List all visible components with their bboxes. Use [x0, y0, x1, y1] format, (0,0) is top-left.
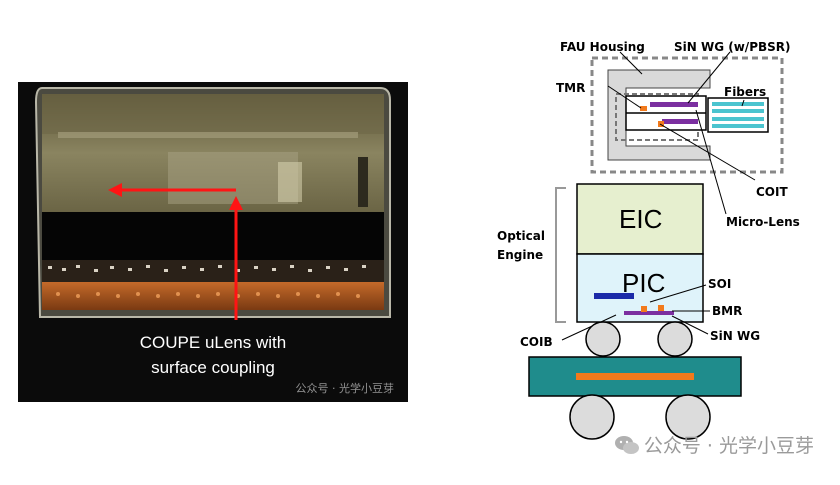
lower-bump-right [665, 394, 711, 440]
lower-bump-left [569, 394, 615, 440]
eic-block [576, 183, 704, 255]
schematic-diagram: FAU Housing SiN WG (w/PBSR) TMR Fibers C… [410, 0, 840, 480]
label-tmr: TMR [556, 81, 585, 95]
arrow-head-left [108, 183, 122, 197]
tmr-element [640, 106, 647, 111]
fibers [712, 102, 764, 128]
label-coib: COIB [520, 335, 553, 349]
label-fau-housing: FAU Housing [560, 40, 645, 54]
label-sin-wg: SiN WG [710, 329, 760, 343]
arrow-head-up [229, 196, 243, 210]
sin-waveguide-lower [662, 119, 698, 124]
label-micro-lens: Micro-Lens [726, 215, 800, 229]
photo-caption: COUPE uLens with surface coupling [18, 330, 408, 380]
photo-watermark: 公众号 · 光学小豆芽 [295, 382, 395, 395]
label-optical: Optical [497, 229, 545, 243]
copper-layer [42, 282, 384, 310]
upper-bump-left [585, 321, 621, 357]
label-soi: SOI [708, 277, 731, 291]
pic-sin-waveguide [624, 311, 674, 315]
fau-outer-box [590, 56, 784, 174]
label-eic: EIC [619, 204, 662, 234]
photo-panel: COUPE uLens with surface coupling 公众号 · … [18, 82, 408, 402]
label-engine: Engine [497, 248, 543, 262]
wechat-icon [614, 436, 639, 454]
label-fibers: Fibers [724, 85, 766, 99]
label-bmr: BMR [712, 304, 742, 318]
upper-bump-right [657, 321, 693, 357]
coupling-arrows [118, 188, 238, 320]
caption-line-2: surface coupling [151, 358, 275, 377]
optical-engine-bracket [555, 187, 566, 323]
device-photo [18, 82, 408, 402]
micro-lens-element [658, 121, 664, 127]
label-pic: PIC [622, 268, 665, 298]
label-sin-wg-pbsr: SiN WG (w/PBSR) [674, 40, 791, 54]
schematic-svg: FAU Housing SiN WG (w/PBSR) TMR Fibers C… [497, 40, 800, 440]
soi-waveguide [594, 293, 634, 299]
bmr-element-2 [658, 305, 664, 311]
substrate-trace [576, 373, 694, 380]
dark-band [42, 212, 384, 260]
caption-line-1: COUPE uLens with [139, 333, 287, 352]
sin-waveguide-upper [650, 102, 698, 107]
watermark-text: 公众号 · 光学小豆芽 [643, 435, 814, 457]
label-coit: COIT [756, 185, 788, 199]
bmr-element-1 [641, 306, 647, 312]
page-watermark: 公众号 · 光学小豆芽 [614, 431, 814, 458]
